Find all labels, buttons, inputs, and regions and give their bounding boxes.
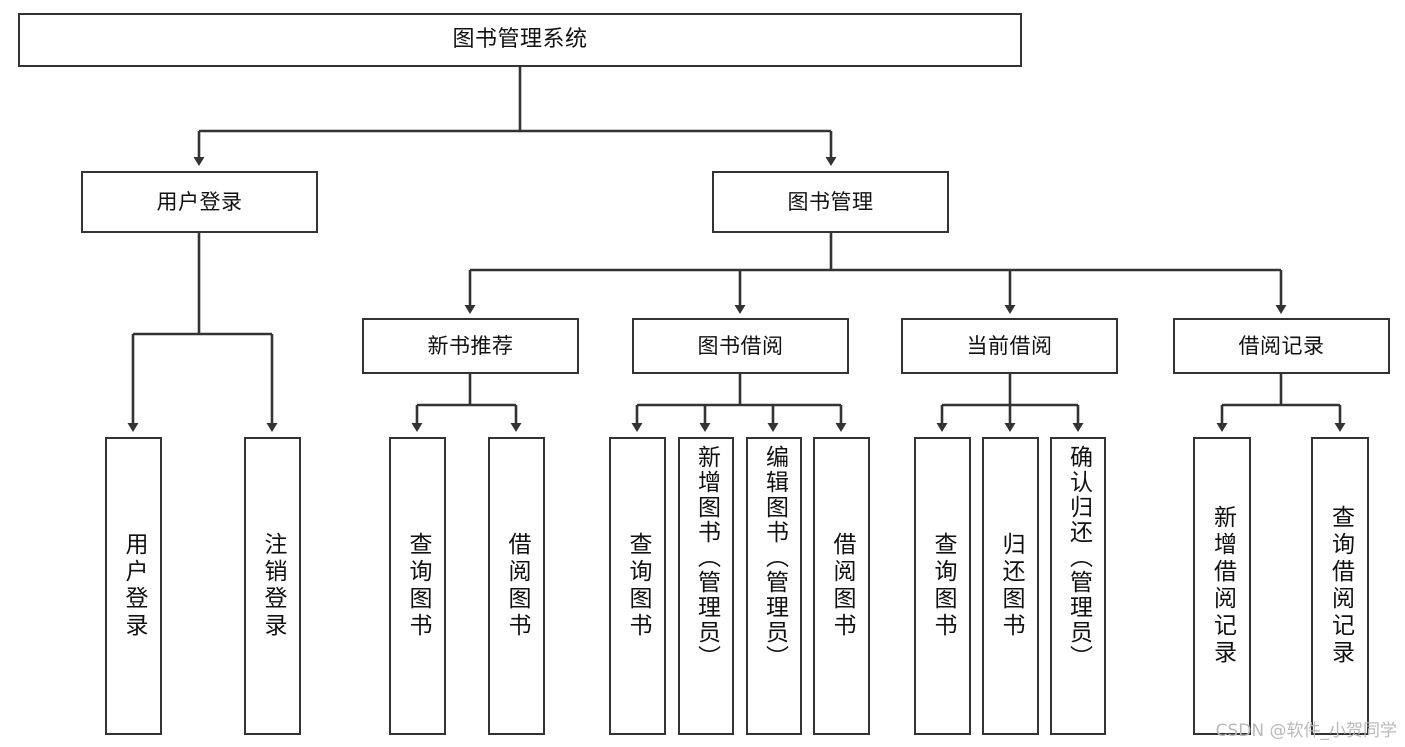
leaf-query-book-2[interactable]: 查询图书: [609, 437, 666, 735]
node-label: 新增图书（管理员）: [693, 445, 720, 670]
node-label: 图书管理系统: [452, 27, 588, 53]
csdn-watermark: CSDN @软件_小贺同学: [1215, 721, 1397, 741]
leaf-add-book-admin[interactable]: 新增图书（管理员）: [678, 437, 734, 735]
node-label: 查询图书: [405, 532, 431, 640]
leaf-confirm-return-admin[interactable]: 确认归还（管理员）: [1050, 437, 1106, 735]
node-book-borrow[interactable]: 图书借阅: [632, 318, 849, 374]
node-label: 查询图书: [625, 532, 651, 640]
leaf-add-borrow-record[interactable]: 新增借阅记录: [1193, 437, 1251, 735]
leaf-user-login[interactable]: 用户登录: [105, 437, 162, 735]
node-label: 归还图书: [998, 532, 1024, 640]
node-current-borrow[interactable]: 当前借阅: [901, 318, 1118, 374]
node-label: 借阅图书: [829, 532, 855, 640]
leaf-query-borrow-record[interactable]: 查询借阅记录: [1311, 437, 1369, 735]
leaf-query-book-1[interactable]: 查询图书: [389, 437, 446, 735]
node-label: 用户登录: [156, 189, 243, 214]
node-label: 图书借阅: [697, 333, 784, 358]
node-root-system[interactable]: 图书管理系统: [18, 13, 1022, 67]
leaf-borrow-book-2[interactable]: 借阅图书: [813, 437, 870, 735]
node-label: 新增借阅记录: [1209, 505, 1236, 667]
node-label: 编辑图书（管理员）: [761, 445, 788, 670]
leaf-query-book-3[interactable]: 查询图书: [914, 437, 971, 735]
node-label: 查询借阅记录: [1327, 505, 1354, 667]
leaf-edit-book-admin[interactable]: 编辑图书（管理员）: [746, 437, 802, 735]
node-label: 当前借阅: [966, 333, 1053, 358]
node-label: 图书管理: [787, 189, 874, 214]
leaf-logout-login[interactable]: 注销登录: [244, 437, 301, 735]
node-label: 借阅图书: [504, 532, 530, 640]
leaf-borrow-book-1[interactable]: 借阅图书: [488, 437, 545, 735]
node-label: 用户登录: [121, 532, 147, 640]
node-label: 确认归还（管理员）: [1065, 445, 1092, 670]
node-label: 查询图书: [930, 532, 956, 640]
node-label: 借阅记录: [1238, 333, 1325, 358]
node-borrow-record[interactable]: 借阅记录: [1173, 318, 1390, 374]
leaf-return-book[interactable]: 归还图书: [982, 437, 1039, 735]
node-new-book-recommend[interactable]: 新书推荐: [362, 318, 579, 374]
node-user-login[interactable]: 用户登录: [81, 171, 318, 233]
node-label: 新书推荐: [427, 333, 514, 358]
node-label: 注销登录: [260, 532, 286, 640]
node-book-manage[interactable]: 图书管理: [712, 171, 949, 233]
